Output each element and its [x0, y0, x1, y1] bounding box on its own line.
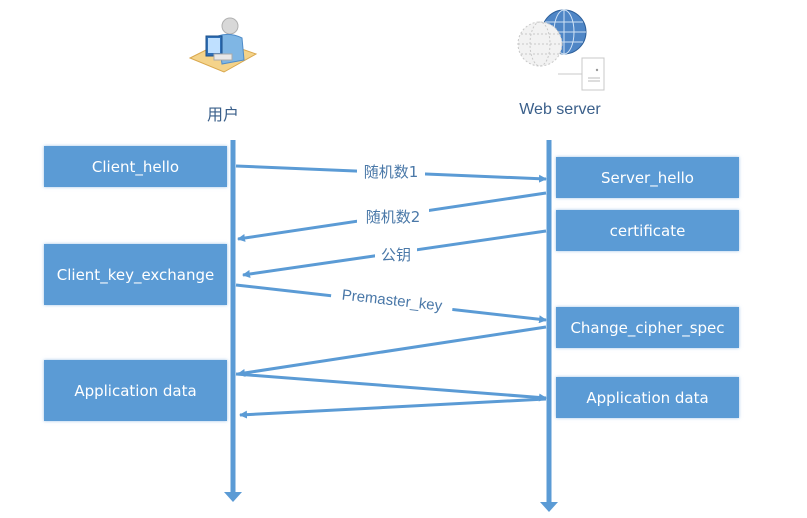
message-label-2: 随机数2: [366, 208, 421, 226]
message-arrow-7: [239, 397, 547, 419]
globe-server-icon: [517, 9, 605, 91]
server-step-server-hello: Server_hello: [556, 157, 739, 198]
server-step-application-data: Application data: [556, 377, 739, 418]
message-label-3: 公钥: [381, 246, 411, 264]
server-actor-label: Web server: [519, 101, 601, 118]
message-label-1: 随机数1: [364, 163, 419, 181]
message-arrow-5: [237, 325, 547, 377]
client-step-client-hello: Client_hello: [44, 146, 227, 187]
client-step-application-data: Application data: [44, 360, 227, 421]
server-step-certificate: certificate: [556, 210, 739, 251]
user-at-computer-icon: [188, 17, 258, 73]
message-arrow-6: [235, 372, 547, 402]
client-step-client-key-exchange: Client_key_exchange: [44, 244, 227, 305]
client-actor-label: 用户: [206, 105, 239, 124]
server-step-change-cipher-spec: Change_cipher_spec: [556, 307, 739, 348]
client-lifeline-arrowhead: [224, 492, 242, 502]
server-lifeline-arrowhead: [540, 502, 558, 512]
